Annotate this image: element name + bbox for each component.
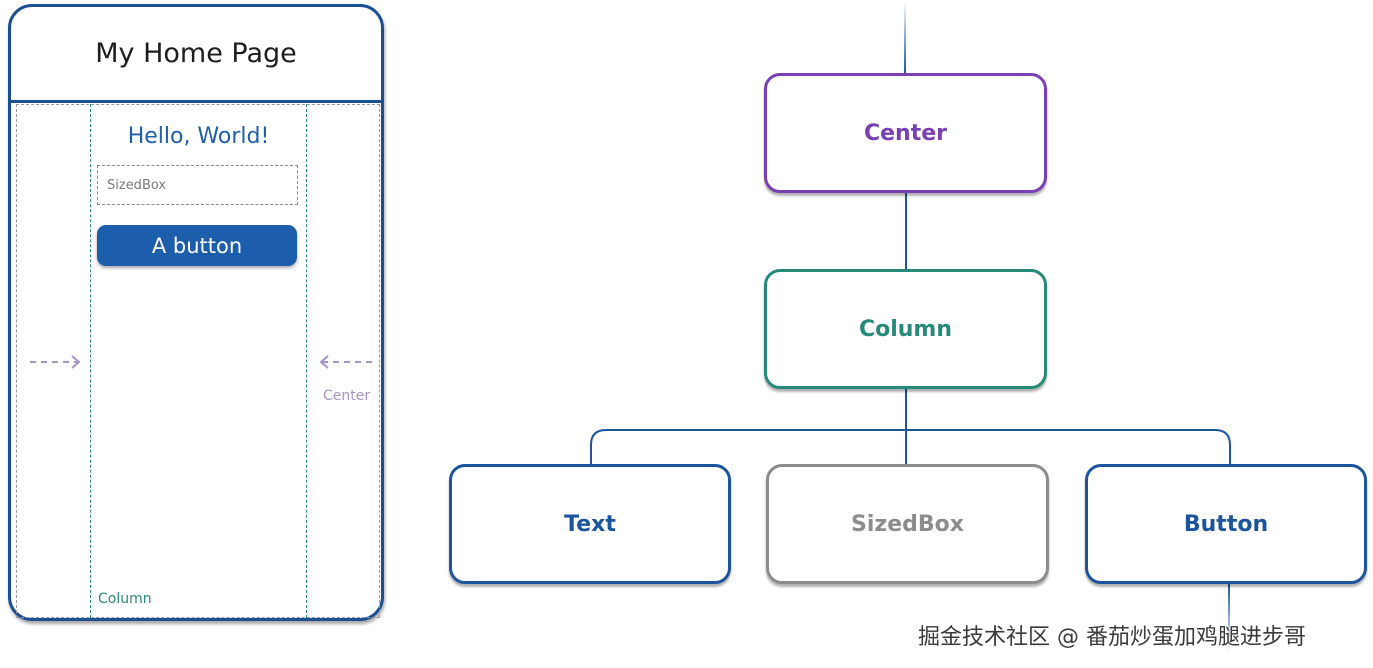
watermark: 掘金技术社区 @ 番茄炒蛋加鸡腿进步哥: [918, 625, 1306, 650]
node-sizedbox-label: SizedBox: [851, 511, 964, 537]
sizedbox-placeholder: SizedBox: [97, 165, 298, 205]
node-button-label: Button: [1183, 511, 1269, 537]
a-button[interactable]: A button: [97, 225, 297, 266]
root-connector: [904, 0, 906, 74]
node-text-label: Text: [564, 511, 616, 537]
button-tail-connector: [1228, 583, 1230, 653]
node-center: Center: [764, 73, 1047, 193]
sizedbox-label: SizedBox: [107, 177, 167, 193]
node-text: Text: [449, 464, 731, 584]
node-column: Column: [764, 269, 1047, 389]
children-branch-connector: [590, 429, 1231, 465]
column-label: Column: [98, 591, 152, 607]
arrow-right-icon: [30, 355, 81, 369]
app-bar: My Home Page: [11, 7, 381, 103]
arrow-left-icon: [319, 355, 374, 369]
node-sizedbox: SizedBox: [766, 464, 1049, 584]
column-widget-outline: [90, 104, 307, 618]
node-button: Button: [1085, 464, 1367, 584]
center-label: Center: [323, 388, 371, 404]
hello-world-text: Hello, World!: [127, 124, 270, 149]
center-widget-outline: [16, 104, 380, 618]
phone-frame: My Home Page: [8, 4, 384, 621]
page-title: My Home Page: [95, 38, 297, 69]
node-center-label: Center: [863, 120, 947, 146]
node-column-label: Column: [858, 316, 953, 342]
